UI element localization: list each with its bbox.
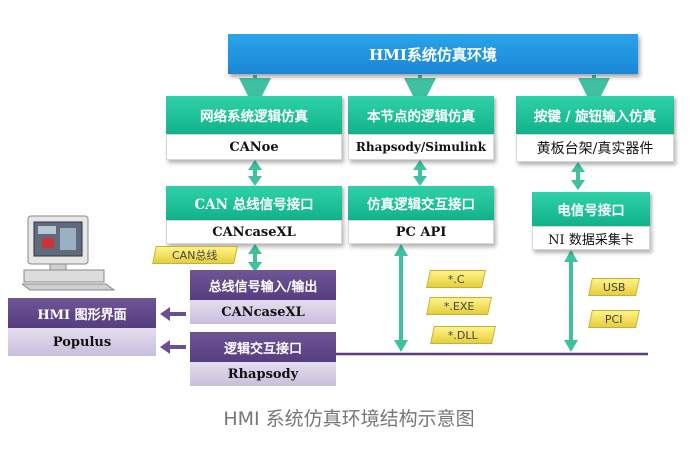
hw-tag-usb: USB <box>588 278 640 296</box>
rhapsody-simulink-box: Rhapsody/Simulink <box>348 134 494 160</box>
hmi-label: HMI 图形界面 <box>37 307 127 323</box>
logic-interface-label: 逻辑交互接口 <box>223 341 302 357</box>
ni-daq-box: NI 数据采集卡 <box>532 226 650 250</box>
signal-interface-label: 电信号接口 <box>557 203 625 219</box>
logic-interface-sub-box: Rhapsody <box>190 362 336 386</box>
bus-io-sub-box: CANcaseXL <box>190 300 336 324</box>
test-bench-label: 黄板台架/真实器件 <box>536 141 654 157</box>
system-title: HMI系统仿真环境 <box>369 45 497 64</box>
key-knob-sim-box: 按键 / 旋钮输入仿真 <box>516 96 674 134</box>
rhapsody-simulink-label: Rhapsody/Simulink <box>355 140 487 154</box>
file-tag-exe-label: *.EXE <box>443 299 475 313</box>
hmi-box: HMI 图形界面 <box>8 298 156 328</box>
populus-box: Populus <box>8 328 156 356</box>
computer-icon <box>22 215 116 291</box>
ni-daq-label: NI 数据采集卡 <box>548 232 634 248</box>
node-logic-sim-box: 本节点的逻辑仿真 <box>348 96 494 134</box>
can-bus-interface-box: CAN 总线信号接口 <box>166 186 342 220</box>
canoe-box: CANoe <box>166 134 342 160</box>
diagram-caption: HMI 系统仿真环境结构示意图 <box>223 408 475 430</box>
network-logic-sim-box: 网络系统逻辑仿真 <box>166 96 342 134</box>
populus-label: Populus <box>52 334 112 350</box>
signal-interface-box: 电信号接口 <box>532 192 650 226</box>
can-bus-interface-label: CAN 总线信号接口 <box>194 197 314 213</box>
canoe-label: CANoe <box>229 139 279 155</box>
file-tag-exe: *.EXE <box>426 297 492 315</box>
system-title-bar: HMI系统仿真环境 <box>228 34 638 74</box>
cancasexl-label: CANcaseXL <box>212 224 296 240</box>
pc-api-label: PC API <box>395 224 447 240</box>
pc-api-box: PC API <box>348 220 494 244</box>
sim-logic-interface-label: 仿真逻辑交互接口 <box>367 197 475 213</box>
can-bus-tag-label: CAN总线 <box>172 249 218 262</box>
file-tag-dll-label: *.DLL <box>448 328 478 342</box>
file-tag-dll: *.DLL <box>430 326 496 344</box>
network-logic-sim-label: 网络系统逻辑仿真 <box>200 109 308 125</box>
hw-tag-usb-label: USB <box>602 280 626 294</box>
node-logic-sim-label: 本节点的逻辑仿真 <box>367 109 475 125</box>
bus-io-box: 总线信号输入/输出 <box>190 270 336 300</box>
sim-logic-interface-box: 仿真逻辑交互接口 <box>348 186 494 220</box>
cancasexl-box: CANcaseXL <box>166 220 342 244</box>
bus-io-label: 总线信号输入/输出 <box>208 279 318 295</box>
bus-io-sub-label: CANcaseXL <box>221 304 305 320</box>
logic-interface-box: 逻辑交互接口 <box>190 332 336 362</box>
hw-tag-pci-label: PCI <box>605 312 623 326</box>
key-knob-sim-label: 按键 / 旋钮输入仿真 <box>533 109 657 125</box>
can-bus-tag: CAN总线 <box>152 246 238 264</box>
file-tag-c-label: *.C <box>447 272 465 286</box>
hw-tag-pci: PCI <box>588 310 640 328</box>
file-tag-c: *.C <box>426 270 486 288</box>
test-bench-box: 黄板台架/真实器件 <box>516 134 674 162</box>
logic-interface-sub-label: Rhapsody <box>227 366 299 382</box>
